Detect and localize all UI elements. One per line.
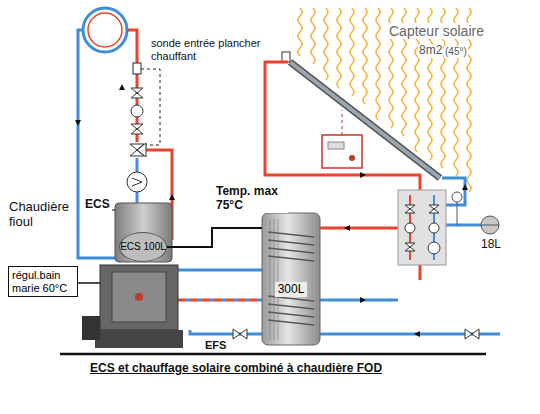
heat-wave (337, 8, 341, 88)
text-label: 18L (481, 238, 501, 252)
heat-wave (298, 8, 302, 56)
node-text: ECS 100L (120, 242, 166, 253)
text-label: (45°) (445, 46, 467, 58)
node-text: 300L (275, 282, 308, 297)
label-box: ECS (84, 198, 111, 212)
caption-box: ECS et chauffage solaire combiné à chaud… (90, 362, 382, 376)
text-label: sonde entrée plancher chauffant (151, 37, 261, 62)
node-box: ECS 100L (119, 232, 167, 262)
heat-wave (350, 8, 354, 96)
text-label: ECS (85, 198, 110, 212)
label-box: Capteur solaire (388, 23, 485, 39)
coil-turn (268, 304, 314, 309)
tank-line (270, 219, 271, 340)
label-box: 8m2 (418, 44, 443, 58)
coil-turn (268, 256, 314, 261)
tank-line (274, 219, 275, 340)
heat-wave (311, 8, 315, 64)
coil-turn (268, 312, 314, 317)
edge-label-box: Temp. max 75°C (216, 185, 288, 213)
sensor-wire (167, 228, 262, 247)
caption: ECS et chauffage solaire combiné à chaud… (90, 362, 382, 376)
node-box: 300L (262, 213, 320, 345)
node-box: régul.bain marie 60°C (8, 266, 78, 297)
text-label: EFS (205, 339, 226, 352)
edge-label: Temp. max 75°C (216, 185, 288, 213)
label-box: Chaudière fioul (8, 200, 76, 230)
heat-wave (324, 8, 328, 80)
text-label: Capteur solaire (389, 23, 484, 39)
label-box: 18L (480, 238, 502, 252)
label-box: (45°) (444, 46, 468, 58)
text-label: 8m2 (419, 44, 442, 58)
node-text: régul.bain marie 60°C (12, 269, 74, 294)
label-box: sonde entrée plancher chauffant (150, 37, 262, 62)
text-label: Chaudière fioul (9, 200, 75, 230)
coil-turn (268, 320, 314, 325)
heat-wave (376, 8, 380, 120)
coil-turn (268, 240, 314, 245)
coil-turn (268, 248, 314, 253)
label-box: EFS (204, 339, 227, 352)
heat-wave (363, 8, 367, 104)
coil-turn (268, 232, 314, 237)
tank-line (278, 219, 279, 340)
